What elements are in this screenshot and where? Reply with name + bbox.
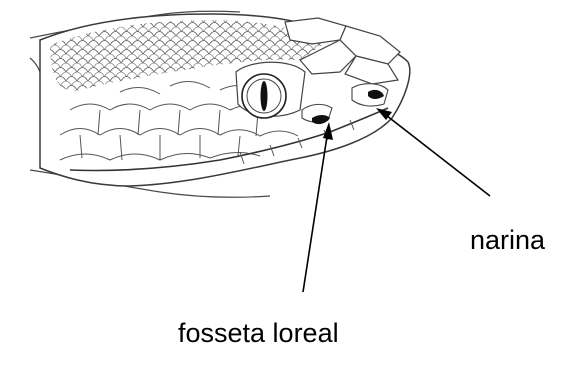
pupil [261,81,268,111]
label-fosseta-loreal: fosseta loreal [178,318,339,349]
narina-arrow [376,108,490,196]
eye [236,62,305,118]
nostril [352,84,388,106]
label-narina: narina [470,225,545,256]
